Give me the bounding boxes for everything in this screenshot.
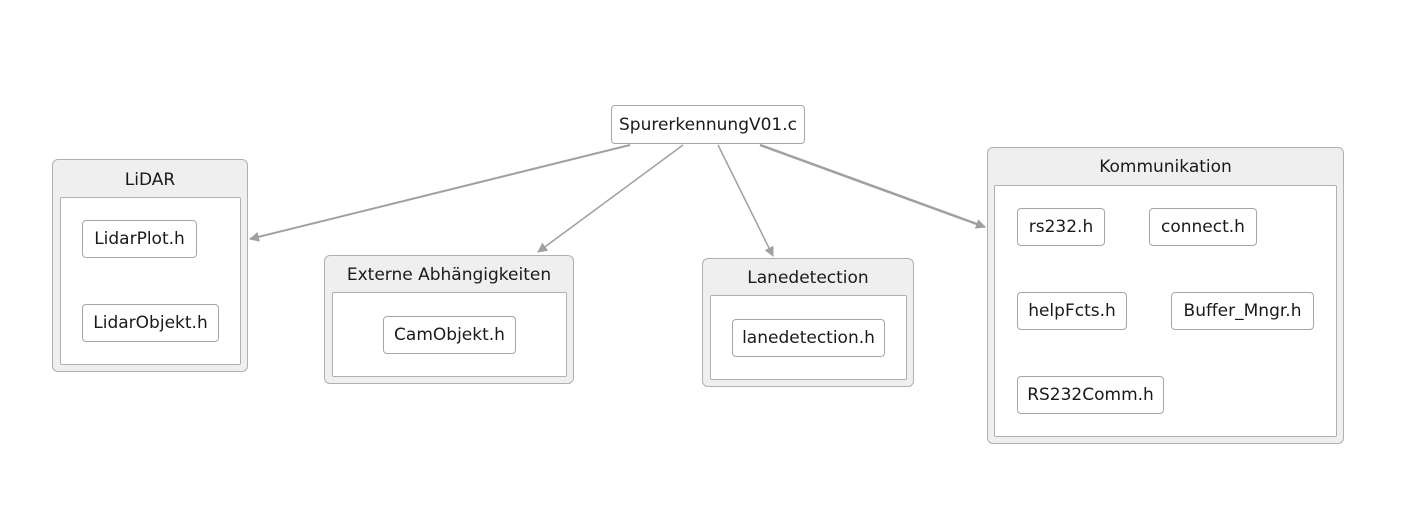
node-lidarplot[interactable]: LidarPlot.h: [82, 220, 197, 258]
group-lidar-title: LiDAR: [124, 170, 176, 190]
node-buffer-mngr[interactable]: Buffer_Mngr.h: [1171, 292, 1314, 330]
group-lanedetection-title: Lanedetection: [747, 268, 869, 288]
node-lidarobjekt[interactable]: LidarObjekt.h: [82, 304, 219, 342]
edge-to-lanedetection: [717, 144, 774, 257]
node-rs232comm[interactable]: RS232Comm.h: [1017, 376, 1164, 414]
edge-to-kommunikation: [759, 143, 986, 229]
node-lanedetection[interactable]: lanedetection.h: [732, 319, 885, 357]
group-externe-title: Externe Abhängigkeiten: [346, 265, 552, 285]
node-helpfcts[interactable]: helpFcts.h: [1017, 292, 1127, 330]
group-kommunikation-title: Kommunikation: [1099, 157, 1232, 177]
node-connect[interactable]: connect.h: [1149, 208, 1257, 246]
node-camobjekt[interactable]: CamObjekt.h: [383, 316, 516, 354]
edge-to-externe: [537, 144, 684, 253]
edge-to-lidar: [249, 144, 631, 242]
root-node[interactable]: SpurerkennungV01.c: [611, 105, 805, 144]
node-rs232[interactable]: rs232.h: [1017, 208, 1105, 246]
